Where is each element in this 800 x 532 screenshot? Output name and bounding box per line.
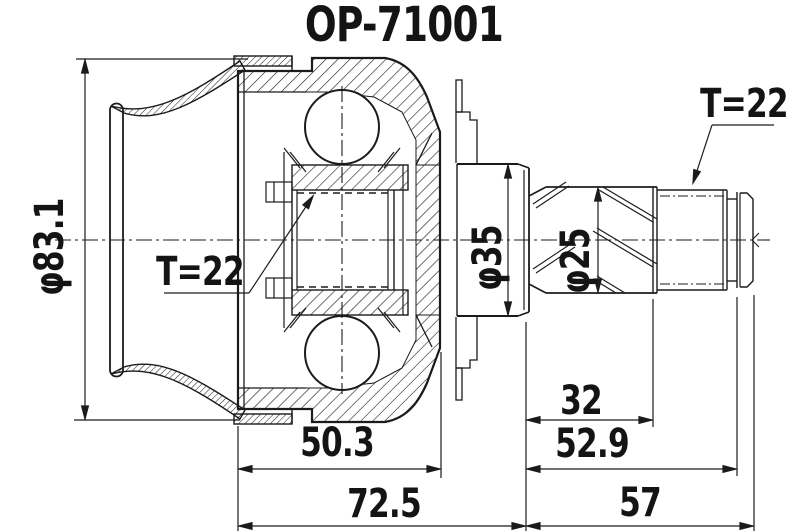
- shaft-spline-teeth-label: T=22: [700, 81, 789, 127]
- dim-housing-length: [238, 465, 441, 473]
- bearing-seat-diameter-label: φ35: [465, 225, 511, 291]
- inner-spline-teeth-label: T=22: [156, 249, 245, 295]
- shaft-overall-dim-label: 57: [619, 480, 662, 526]
- boot-band-top: [110, 59, 246, 117]
- shaft-mid-length-dim-label: 52.9: [555, 421, 630, 467]
- housing-length-dim-label: 50.3: [300, 420, 375, 466]
- dim-shaft-overall: [526, 521, 754, 531]
- bearing-balls: [304, 89, 380, 391]
- shaft-diameter-label: φ25: [553, 228, 599, 294]
- centerlines: [55, 86, 770, 394]
- cage-lines: [283, 147, 401, 333]
- inner-race: [265, 152, 409, 328]
- dim-shaft-mid-length: [526, 465, 737, 473]
- housing-overall-dim-label: 72.5: [347, 481, 422, 527]
- spline-runout-marks: [532, 181, 576, 274]
- part-number-label: OP-71001: [304, 0, 504, 53]
- housing-interior-lines: [238, 91, 433, 389]
- dimension-lines: [74, 58, 774, 531]
- outer-diameter-label: φ83.1: [27, 198, 73, 296]
- dim-shaft-diameter: [593, 187, 603, 293]
- boot-band-bottom: [110, 363, 246, 421]
- dim-bearing-seat-diameter: [504, 164, 512, 316]
- boot-clamp-top: [233, 55, 293, 67]
- spline-length-dim-label: 32: [560, 378, 603, 424]
- boot: [109, 55, 293, 425]
- leader-shaft-spline: [689, 124, 774, 185]
- leader-inner-spline: [164, 193, 317, 294]
- dim-spline-length: [526, 416, 653, 424]
- dim-outer-diameter: [74, 58, 248, 421]
- boot-clamp-bottom: [233, 413, 293, 425]
- housing-cross-section-hatch: [237, 57, 441, 423]
- dim-housing-overall: [238, 521, 526, 531]
